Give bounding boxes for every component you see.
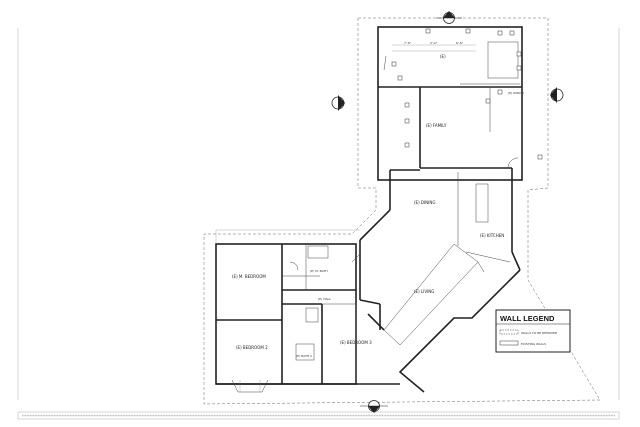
fixture-tags (391, 28, 543, 160)
section-marker-icon (436, 11, 462, 24)
legend-title: WALL LEGEND (500, 314, 555, 323)
title-strip (17, 411, 620, 420)
legend-item-existing: EXISTING WALLS (521, 342, 546, 346)
wall-legend: WALL LEGEND WALLS TO BE REMOVED EXISTING… (495, 309, 571, 353)
dim-1: 7'-6" (404, 41, 412, 45)
property-outline (203, 17, 601, 405)
room-label-bedroom-3: (E) BEDROOM 3 (340, 340, 372, 345)
compass-marker-icon (331, 95, 345, 111)
room-label-family: (E) FAMILY (426, 123, 447, 128)
room-label-dining: (E) DINING (414, 200, 435, 205)
room-label-hall: (E) HALL (318, 297, 331, 301)
room-label-bedroom-2: (E) BEDROOM 2 (236, 345, 268, 350)
section-marker-south-icon (360, 400, 388, 413)
garage (377, 26, 523, 181)
room-label-living: (E) LIVING (414, 289, 434, 294)
main-house (351, 168, 521, 393)
room-label-kitchen: (E) KITCHEN (480, 233, 504, 238)
room-label-bath: (E) BATH 2 (296, 354, 312, 358)
room-label-master-bath: (E) M. BATH (310, 269, 328, 273)
room-label-porch: (E) PORCH (508, 91, 524, 95)
dim-2: 3'-0" (430, 41, 438, 45)
room-label-garage: (E) (440, 54, 446, 59)
dimension-strings: 7'-6" 3'-0" 6'-6" (392, 41, 476, 52)
compass-marker-east-icon (550, 87, 564, 103)
room-label-master-bedroom: (E) M. BEDROOM (232, 274, 266, 279)
bedroom-wing (215, 229, 400, 393)
dim-3: 6'-6" (456, 41, 464, 45)
legend-item-removed: WALLS TO BE REMOVED (521, 331, 558, 335)
